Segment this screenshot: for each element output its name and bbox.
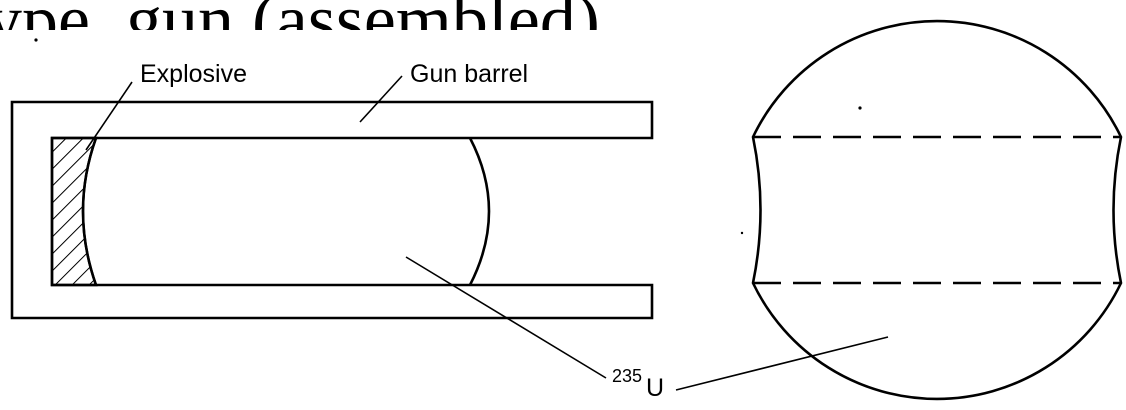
u235-leader-left	[405, 256, 607, 379]
gun-barrel-leader	[359, 75, 403, 123]
u235-mass-number: 235	[612, 366, 642, 386]
heading-fragment: ype, gun (assembled)	[0, 0, 600, 60]
u235-symbol: U	[646, 374, 664, 402]
u235-label: 235 U	[612, 366, 664, 402]
stray-dot-3	[740, 231, 744, 235]
sphere-outline	[751, 19, 1123, 401]
explosive-leader	[85, 81, 133, 151]
gun-barrel	[10, 100, 654, 320]
gun-barrel-figure	[10, 75, 654, 379]
assembled-sphere-figure	[675, 19, 1123, 401]
gun-barrel-label: Gun barrel	[410, 60, 528, 88]
stray-dot	[34, 38, 38, 42]
projectile-face	[81, 137, 98, 286]
explosive-label: Explosive	[140, 60, 247, 88]
cropped-heading: ype, gun (assembled)	[0, 0, 600, 60]
target-face	[468, 137, 491, 286]
u235-leader-right	[675, 336, 889, 391]
stray-dot-2	[858, 106, 862, 110]
